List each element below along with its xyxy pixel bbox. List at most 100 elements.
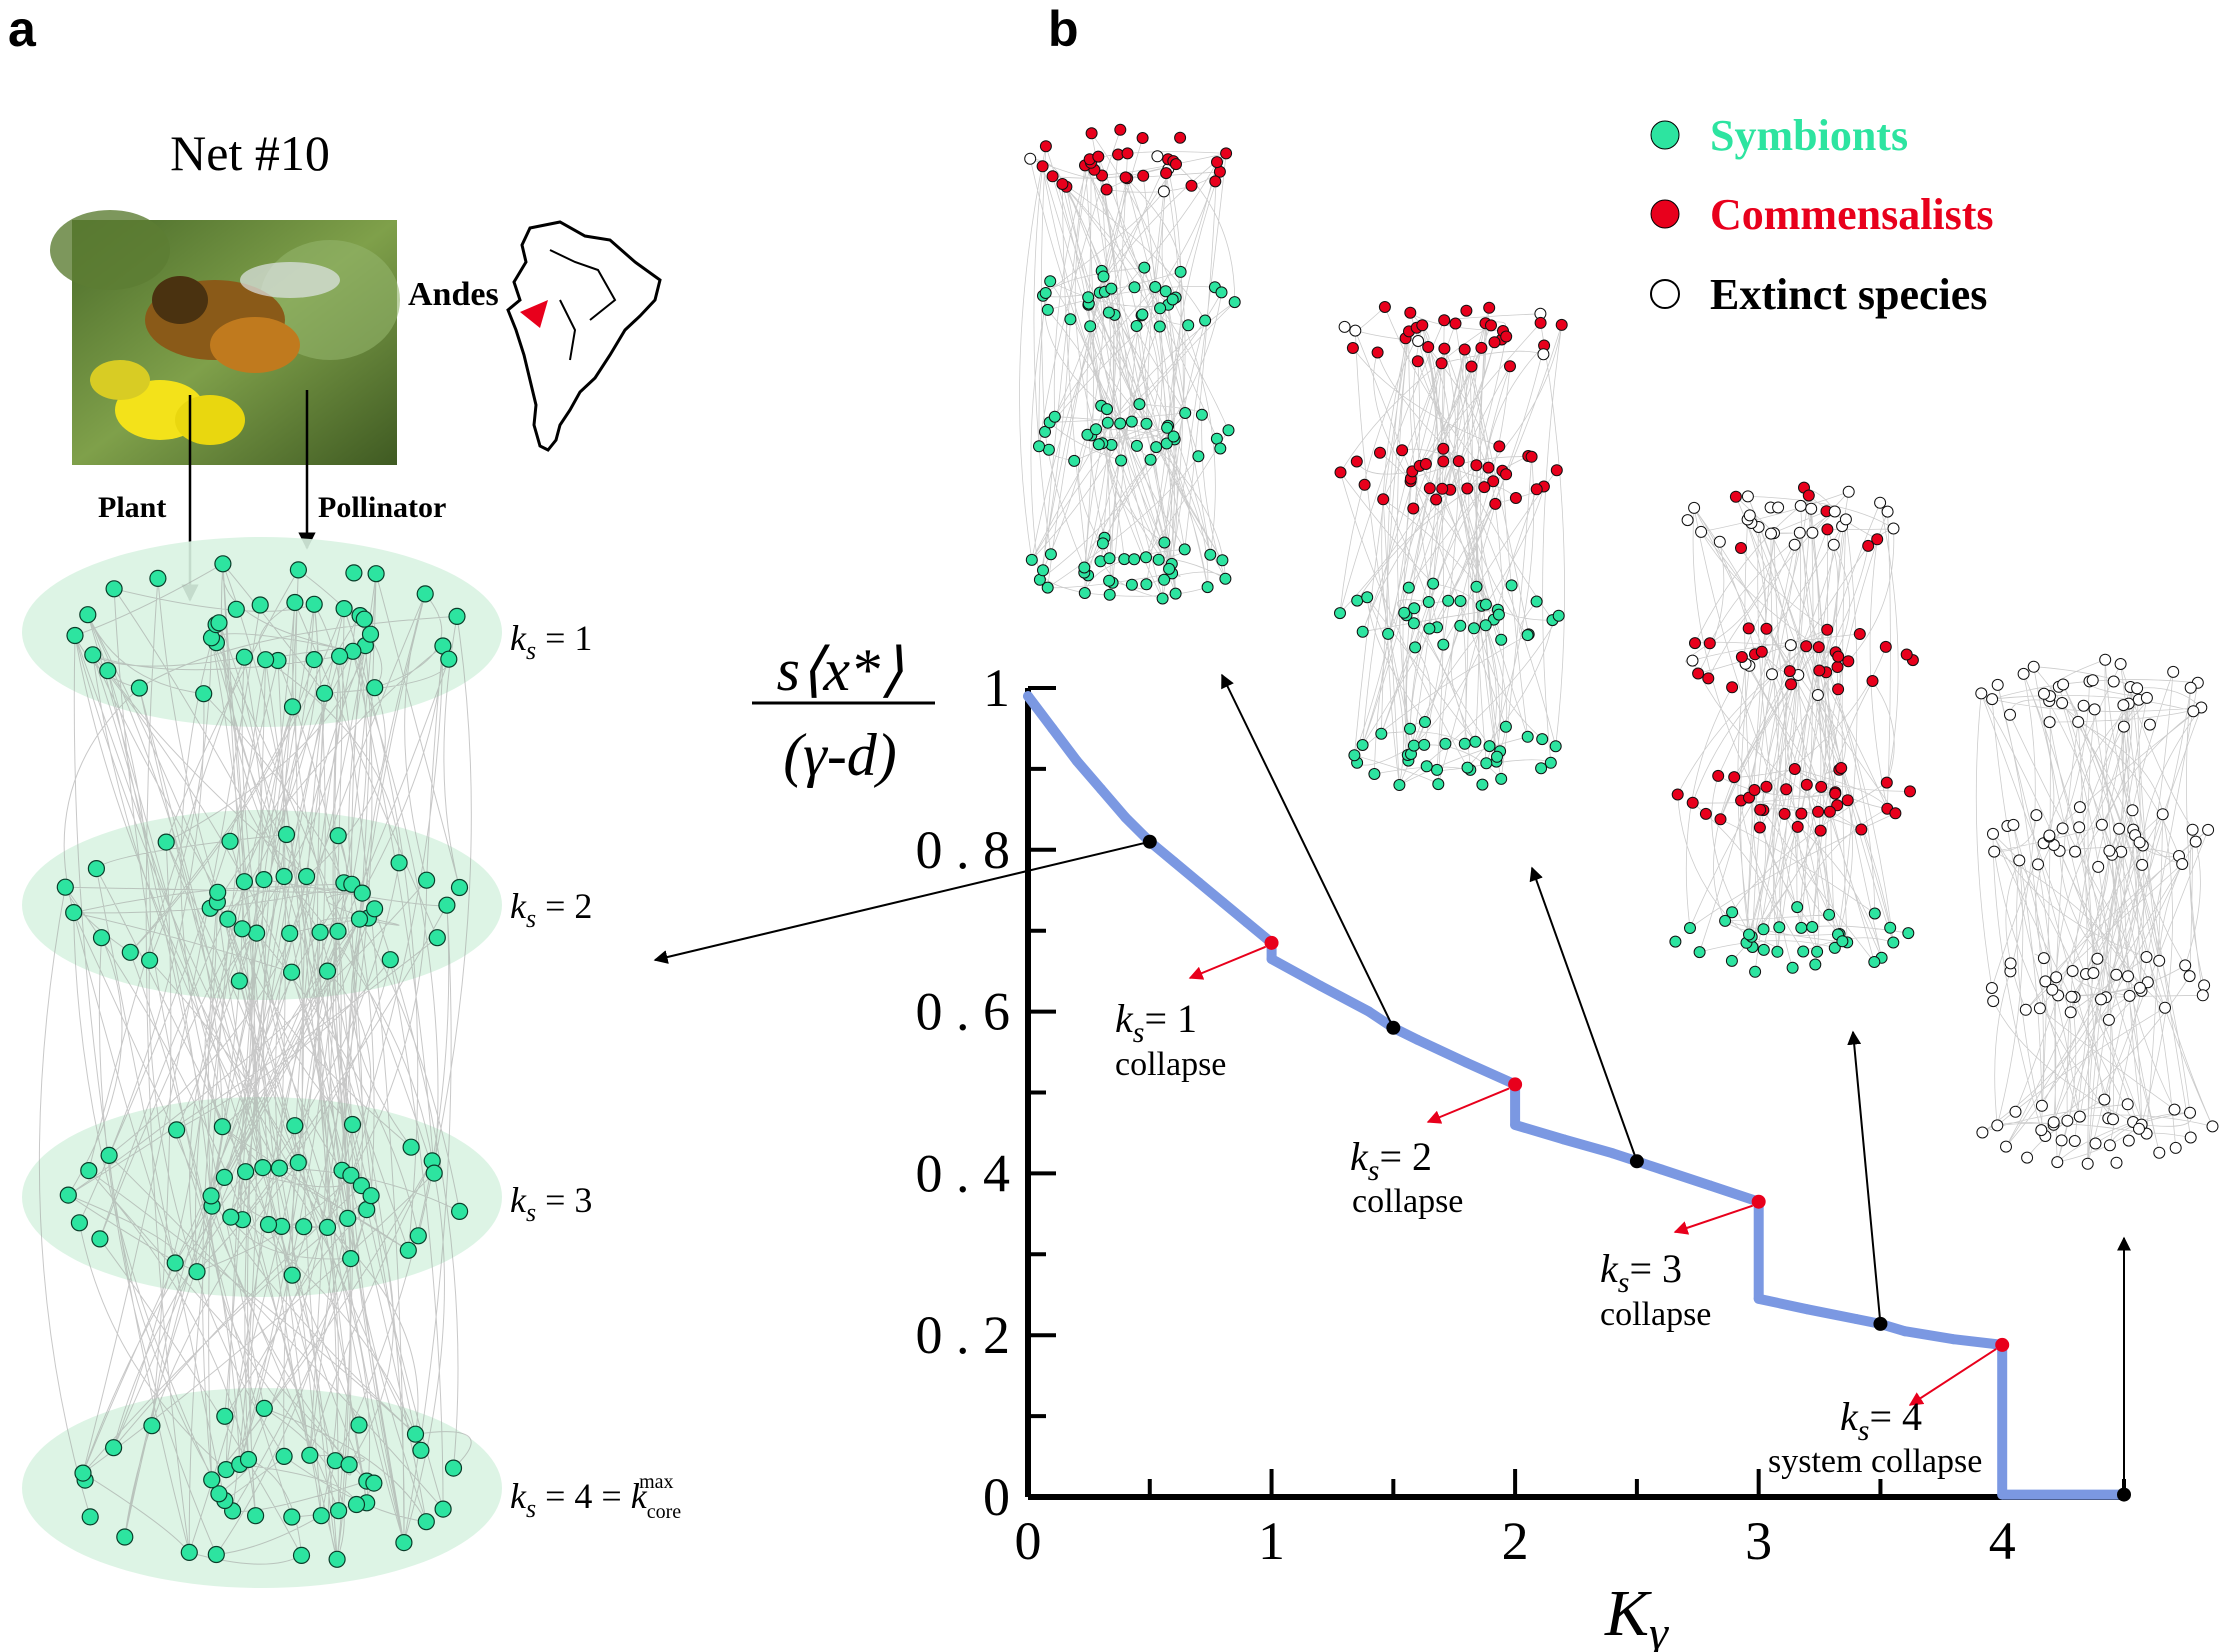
network-node-commensalist: [1729, 490, 1742, 503]
network-node-symbiont: [301, 1446, 319, 1464]
network-node-extinct: [2113, 822, 2126, 835]
data-point: [1169, 856, 1180, 867]
network-node-symbiont: [1791, 901, 1804, 914]
network-node-symbiont: [1422, 596, 1435, 608]
snapshot-arrow: [1221, 673, 1395, 1029]
network-node-symbiont: [343, 1115, 362, 1134]
network-node-symbiont: [255, 1399, 273, 1418]
network-node-commensalist: [1728, 771, 1741, 784]
y-tick-label: 0 . 4: [916, 1143, 1011, 1203]
network-node-commensalist: [1046, 170, 1059, 183]
network-node-symbiont: [1101, 416, 1114, 429]
network-node-symbiont: [1544, 756, 1557, 769]
network-node-symbiont: [448, 607, 466, 626]
network-node-commensalist: [1358, 478, 1371, 491]
network-node-symbiont: [233, 920, 251, 938]
network-node-extinct: [2117, 699, 2130, 712]
y-tick-label: 0 . 8: [916, 820, 1011, 880]
network-node-commensalist: [1485, 319, 1497, 332]
collapse-point: [1508, 1077, 1523, 1092]
mini-network-3: [1669, 481, 1919, 978]
network-node-symbiont: [141, 951, 159, 969]
network-node-extinct: [2114, 658, 2127, 670]
network-node-commensalist: [1438, 314, 1451, 327]
network-node-symbiont: [311, 923, 329, 941]
network-node-extinct: [1765, 527, 1777, 540]
network-node-symbiont: [298, 867, 316, 886]
network-node-extinct: [2103, 1139, 2116, 1152]
network-node-extinct: [1887, 522, 1900, 535]
network-node-extinct: [1987, 995, 2000, 1008]
core-label-2: ks = 2: [510, 886, 592, 933]
network-node-symbiont: [1476, 778, 1489, 791]
network-node-extinct: [2086, 674, 2099, 687]
network-node-symbiont: [1182, 319, 1195, 332]
data-point: [1047, 723, 1058, 734]
legend-marker-symbionts: [1650, 120, 1680, 150]
network-node-commensalist: [1815, 780, 1828, 793]
network-node-extinct: [2065, 990, 2078, 1003]
network-node-commensalist: [1831, 661, 1844, 673]
network-node-commensalist: [1753, 821, 1766, 834]
network-node-symbiont: [1082, 291, 1095, 304]
network-node-commensalist: [1378, 301, 1391, 313]
y-axis-label-denominator: (γ-d): [783, 722, 897, 788]
data-point: [1461, 1057, 1472, 1068]
network-node-symbiont: [255, 870, 273, 889]
network-node-symbiont: [1669, 935, 1682, 948]
network-node-commensalist: [1136, 132, 1149, 144]
network-node-commensalist: [1778, 807, 1791, 820]
network-node-extinct: [2047, 1116, 2060, 1129]
x-tick-label: 1: [1258, 1511, 1285, 1571]
network-node-symbiont: [1725, 954, 1738, 967]
network-node-extinct: [2168, 1103, 2181, 1116]
data-point: [1120, 812, 1131, 823]
network-node-symbiont: [1199, 314, 1212, 327]
network-node-symbiont: [1491, 750, 1503, 763]
data-point: [1948, 1334, 1959, 1345]
network-node-symbiont: [1078, 561, 1091, 574]
network-node-symbiont: [1719, 914, 1732, 927]
network-node-symbiont: [434, 1500, 452, 1518]
network-node-symbiont: [1549, 740, 1562, 753]
network-node-commensalist: [1699, 807, 1712, 820]
network-node-extinct: [2131, 682, 2144, 695]
network-node-symbiont: [361, 625, 380, 643]
network-node-symbiont: [1868, 956, 1881, 968]
network-node-extinct: [1695, 525, 1708, 538]
legend: Symbionts Commensalists Extinct species: [1650, 111, 1994, 319]
mini-network-1: [1019, 123, 1241, 605]
network-node-symbiont: [251, 596, 269, 614]
network-node-symbiont: [210, 1485, 228, 1503]
network-node-commensalist: [1783, 665, 1796, 678]
network-node-symbiont: [1423, 622, 1436, 635]
network-node-extinct: [2103, 844, 2116, 857]
network-node-commensalist: [1407, 502, 1420, 515]
legend-marker-commensalists: [1650, 199, 1680, 229]
network-node-symbiont: [1483, 740, 1496, 753]
network-node-symbiont: [283, 1266, 301, 1284]
network-node-symbiont: [305, 650, 323, 669]
network-node-extinct: [1766, 668, 1778, 681]
data-point: [1802, 1304, 1813, 1315]
network-node-extinct: [2064, 1006, 2077, 1019]
network-node-extinct: [2004, 708, 2016, 721]
network-node-commensalist: [1904, 785, 1916, 798]
network-node-symbiont: [1150, 441, 1163, 454]
network-node-commensalist: [1488, 336, 1501, 349]
network-node-extinct: [2035, 1124, 2048, 1137]
network-node-commensalist: [1478, 481, 1491, 494]
network-node-commensalist: [1092, 150, 1105, 163]
network-node-commensalist: [1832, 683, 1845, 696]
legend-label-symbionts: Symbionts: [1710, 111, 1908, 160]
data-point: [1997, 1489, 2008, 1500]
collapse-label: ks= 3: [1600, 1246, 1682, 1299]
network-node-extinct: [2198, 979, 2211, 992]
data-point: [1510, 1119, 1521, 1130]
network-node-extinct: [1988, 845, 2001, 858]
network-node-commensalist: [1760, 780, 1773, 793]
core-ellipse-3: [22, 1097, 502, 1297]
network-node-symbiont: [1048, 410, 1061, 423]
network-node-symbiont: [1887, 936, 1900, 949]
